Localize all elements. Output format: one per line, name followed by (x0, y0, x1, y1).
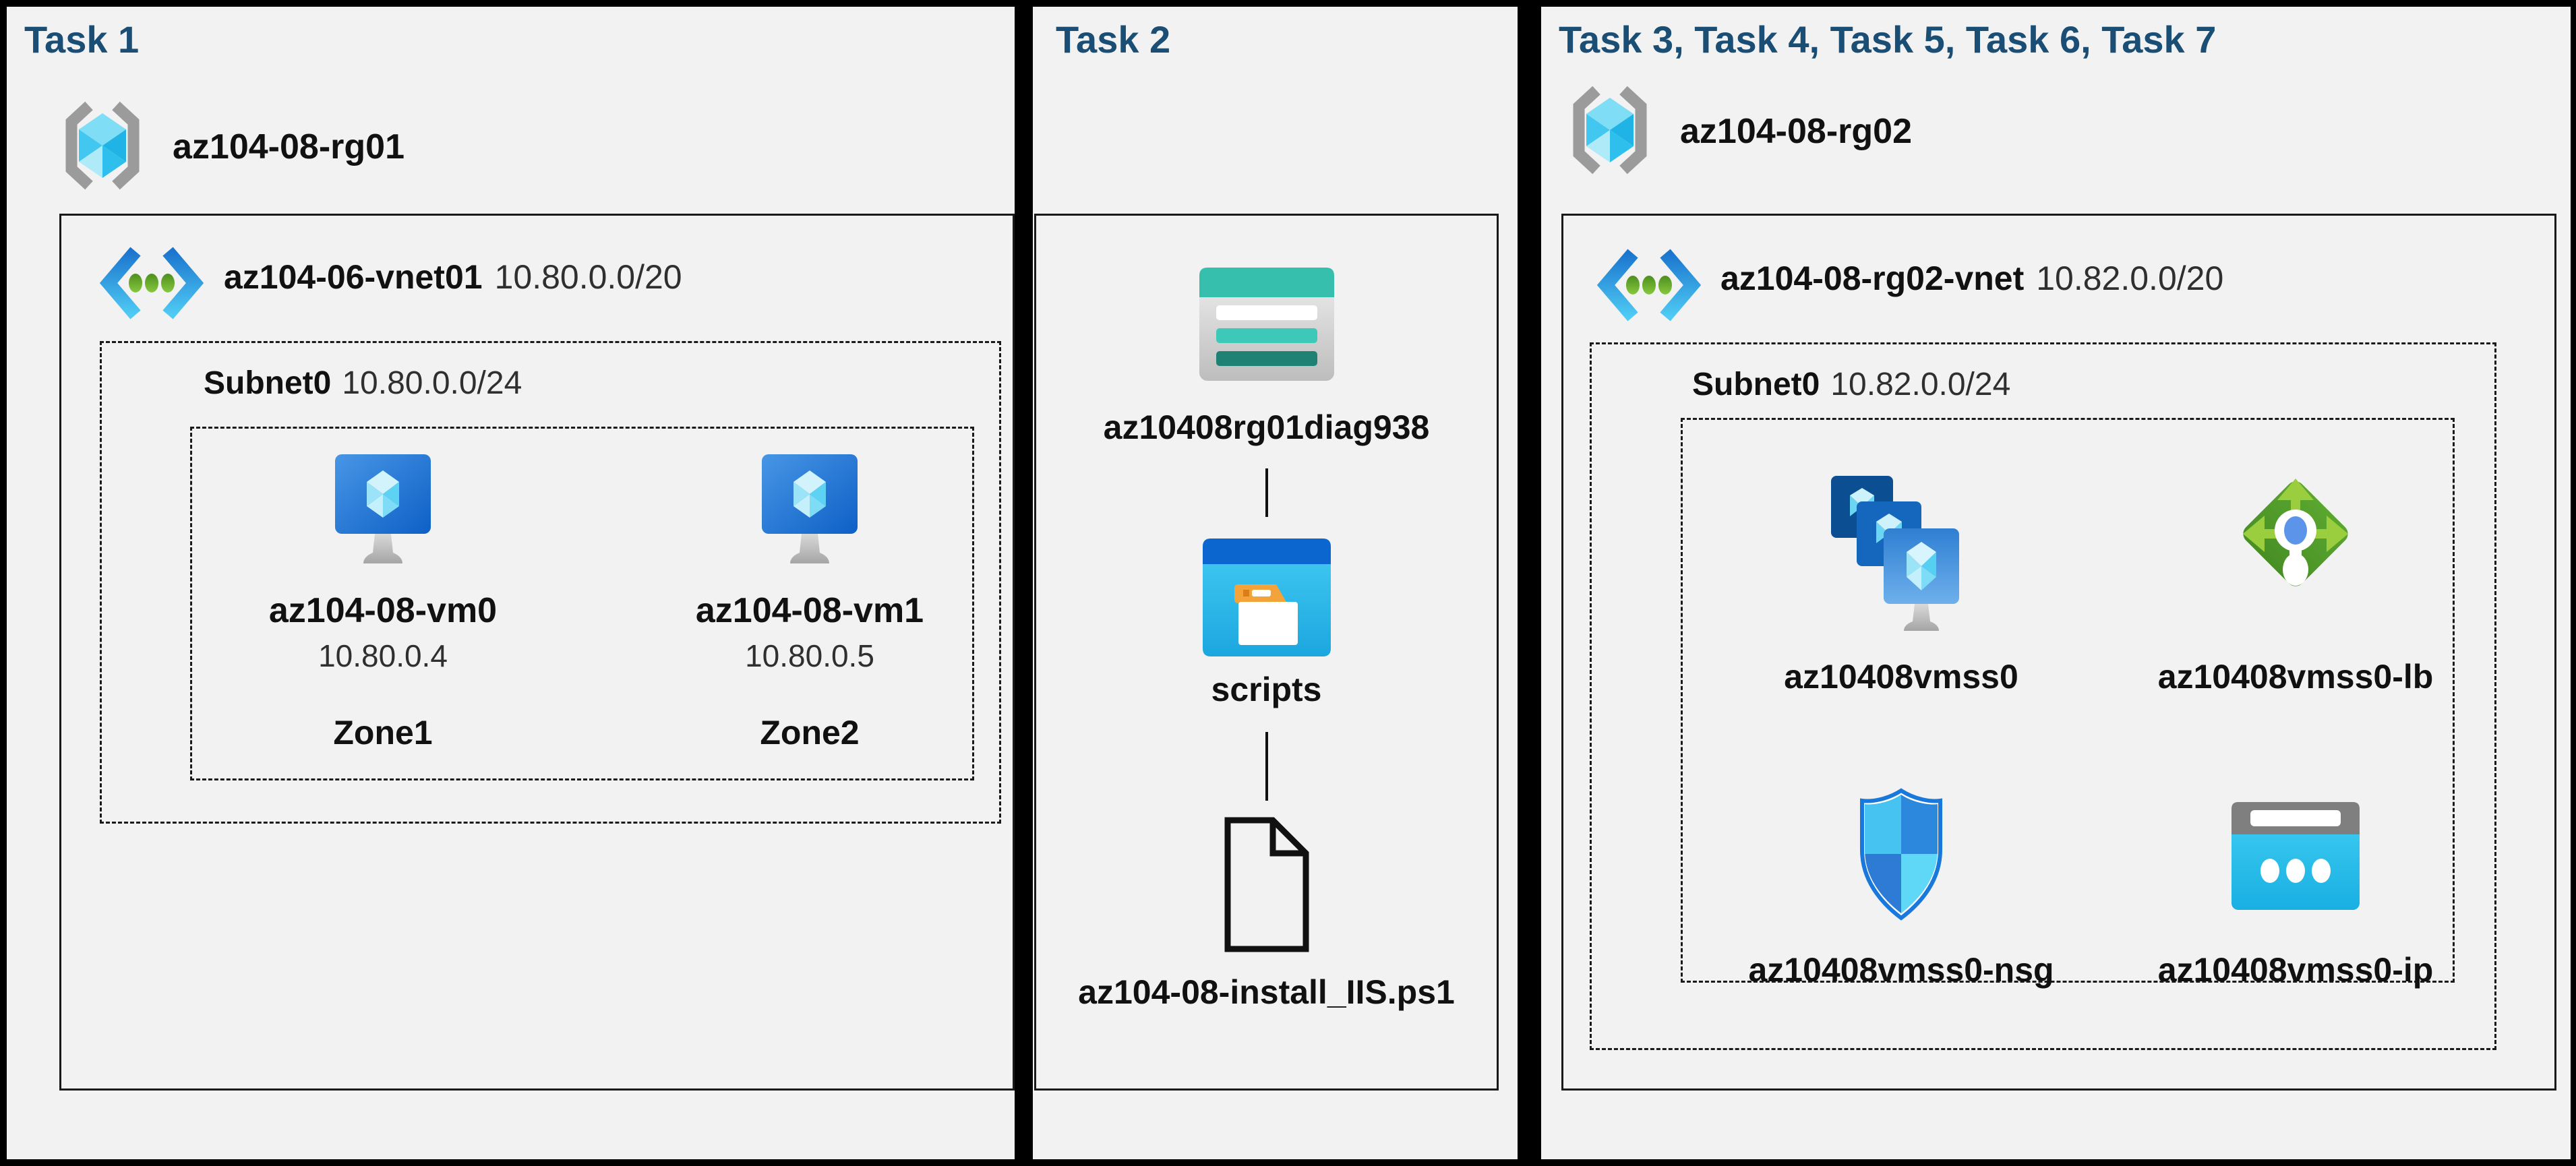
vnet-name: az104-06-vnet01 (224, 258, 483, 296)
vnet-name: az104-08-rg02-vnet (1720, 259, 2025, 297)
file-icon (1224, 817, 1309, 952)
resource-group-name: az104-08-rg01 (173, 127, 405, 166)
vm0-zone: Zone1 (333, 714, 433, 751)
virtual-machine-icon (335, 454, 431, 563)
vm1-ip: 10.80.0.5 (745, 638, 874, 673)
vm1-group: az104-08-vm1 10.80.0.5 Zone2 (655, 452, 965, 752)
vnet-name-label: az104-08-rg02-vnet 10.82.0.0/20 (1720, 259, 2223, 298)
task1-title: Task 1 (24, 18, 140, 61)
virtual-network-icon (98, 246, 206, 320)
virtual-machine-icon (762, 454, 858, 563)
vm0-name: az104-08-vm0 (268, 591, 498, 630)
nsg-name: az10408vmss0-nsg (1748, 951, 2054, 989)
vm0-group: az104-08-vm0 10.80.0.4 Zone1 (228, 452, 538, 752)
task2-flow: az10408rg01diag938 scripts (1034, 214, 1499, 1012)
load-balancer-icon (2228, 466, 2363, 601)
connector-container-to-file (1265, 732, 1268, 801)
panel-task2: Task 2 az10408rg01diag938 (1033, 7, 1518, 1159)
resources-box (1681, 418, 2455, 983)
vnet-cidr: 10.82.0.0/20 (2036, 259, 2224, 297)
task2-title: Task 2 (1056, 18, 1171, 61)
connector-storage-to-container (1265, 468, 1268, 517)
nsg-shield-icon (1855, 785, 1947, 923)
vmss-name: az10408vmss0 (1784, 658, 2018, 696)
subnet-label: Subnet0 10.82.0.0/24 (1692, 366, 2010, 403)
vm-group-box (190, 427, 974, 780)
public-ip-icon (2231, 802, 2360, 910)
resource-group-icon (58, 98, 147, 193)
vnet-box (1561, 214, 2556, 1091)
public-ip-name: az10408vmss0-ip (2157, 951, 2434, 989)
load-balancer-name: az10408vmss0-lb (2157, 658, 2434, 696)
vm0-ip: 10.80.0.4 (318, 638, 448, 673)
tasks3-7-title: Task 3, Task 4, Task 5, Task 6, Task 7 (1559, 18, 2217, 61)
task2-box (1034, 214, 1499, 1091)
subnet-cidr: 10.82.0.0/24 (1830, 367, 2011, 402)
script-file-name: az104-08-install_IIS.ps1 (1078, 973, 1455, 1011)
container-name: scripts (1211, 671, 1322, 708)
resource-group-name: az104-08-rg02 (1680, 112, 1912, 151)
subnet-cidr: 10.80.0.0/24 (342, 365, 522, 401)
blob-container-icon (1202, 539, 1331, 656)
vnet-box (59, 214, 1015, 1091)
subnet-name: Subnet0 (204, 365, 332, 401)
subnet-box (100, 341, 1001, 824)
vm1-name: az104-08-vm1 (695, 591, 924, 630)
subnet-label: Subnet0 10.80.0.0/24 (204, 365, 522, 402)
subnet-name: Subnet0 (1692, 367, 1820, 402)
panel-tasks3-7: Task 3, Task 4, Task 5, Task 6, Task 7 a… (1541, 7, 2571, 1159)
vnet-name-label: az104-06-vnet01 10.80.0.0/20 (224, 257, 682, 297)
storage-account-icon (1199, 268, 1334, 381)
panel-task1: Task 1 az104-08-rg01 (7, 7, 1015, 1159)
resource-group-icon (1565, 82, 1654, 178)
storage-account-name: az10408rg01diag938 (1103, 408, 1430, 446)
subnet-box (1590, 342, 2496, 1050)
vm1-zone: Zone2 (760, 714, 860, 751)
vnet-cidr: 10.80.0.0/20 (494, 258, 682, 296)
virtual-network-icon (1595, 248, 1703, 322)
vm-scale-set-icon (1830, 474, 1973, 643)
